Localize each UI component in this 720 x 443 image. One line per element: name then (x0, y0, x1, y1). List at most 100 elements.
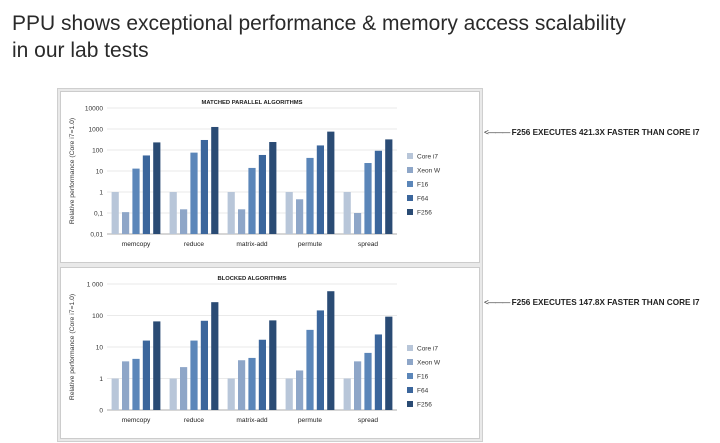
legend-swatch (407, 359, 413, 365)
bar (180, 209, 188, 234)
bar (122, 361, 130, 410)
bar (327, 131, 335, 234)
legend-label: F64 (417, 196, 429, 203)
legend-label: Core i7 (417, 346, 438, 353)
bar (132, 358, 140, 410)
bar (211, 302, 219, 410)
callout-arrow: <——— (484, 298, 510, 307)
bar (227, 378, 235, 410)
x-tick-label: permute (298, 241, 323, 248)
bar (343, 192, 351, 234)
x-tick-label: spread (358, 241, 378, 248)
bar (238, 360, 246, 410)
y-tick-label: 1 000 (87, 282, 104, 289)
bar (111, 192, 119, 234)
legend-label: F16 (417, 374, 429, 381)
legend-swatch (407, 195, 413, 201)
bar (285, 192, 293, 234)
legend-swatch (407, 153, 413, 159)
legend-swatch (407, 167, 413, 173)
y-tick-label: 1 (99, 190, 103, 197)
legend-swatch (407, 345, 413, 351)
bar (169, 192, 177, 234)
bar (111, 378, 119, 410)
x-tick-label: matrix-add (236, 241, 267, 248)
bar (211, 126, 219, 234)
bar (142, 340, 150, 410)
bar (200, 320, 208, 410)
bar (364, 163, 372, 234)
chart-title: BLOCKED ALGORITHMS (217, 276, 286, 282)
bar (285, 378, 293, 410)
bar (316, 145, 324, 234)
bar (296, 370, 304, 410)
callout-matched: <——— F256 EXECUTES 421.3X FASTER THAN CO… (484, 128, 700, 137)
bar (132, 168, 140, 234)
legend-label: Core i7 (417, 154, 438, 161)
bar (306, 157, 314, 234)
bar (306, 329, 314, 410)
chart-frame: 10000 100 0 100 10 1 0,1 0,01 MATCHED PARALLEL A… (57, 88, 483, 442)
bar (190, 152, 198, 234)
bar (343, 378, 351, 410)
bar (354, 361, 362, 410)
y-tick-label: 0,01 (90, 232, 103, 239)
bar (385, 316, 393, 410)
bar (385, 139, 393, 234)
legend-label: Xeon W (417, 168, 441, 175)
bar (190, 340, 198, 410)
callout-blocked: <——— F256 EXECUTES 147.8X FASTER THAN CO… (484, 298, 700, 307)
legend-swatch (407, 209, 413, 215)
bar (269, 320, 277, 410)
x-tick-label: reduce (184, 417, 204, 424)
legend-label: Xeon W (417, 360, 441, 367)
legend-swatch (407, 401, 413, 407)
legend-swatch (407, 373, 413, 379)
callout-arrow: <——— (484, 128, 510, 137)
legend-label: F256 (417, 402, 432, 409)
callout-text: F256 EXECUTES 147.8X FASTER THAN CORE I7 (511, 298, 700, 307)
callout-text: F256 EXECUTES 421.3X FASTER THAN CORE I7 (511, 128, 700, 137)
bar (296, 199, 304, 234)
x-tick-label: permute (298, 417, 323, 424)
bar (122, 212, 130, 234)
y-tick-label: 1 (99, 376, 103, 383)
x-tick-label: memcopy (122, 417, 151, 424)
x-tick-label: reduce (184, 241, 204, 248)
bar (238, 209, 246, 234)
legend-label: F16 (417, 182, 429, 189)
bar (169, 378, 177, 410)
x-tick-label: spread (358, 417, 378, 424)
bar (248, 357, 256, 410)
chart-title: MATCHED PARALLEL ALGORITHMS (202, 100, 303, 106)
y-axis-label: Relative performance (Core i7=1.0) (69, 294, 76, 400)
legend-swatch (407, 387, 413, 393)
y-tick-label: 0,1 (94, 211, 103, 218)
bar (327, 291, 335, 410)
bar (258, 154, 266, 234)
bar (364, 352, 372, 410)
bar (374, 334, 382, 410)
bar (269, 142, 277, 234)
y-tick-label: 100 (92, 148, 103, 155)
bar (374, 150, 382, 234)
y-tick-label: 10 (96, 169, 104, 176)
slide-title: PPU shows exceptional performance & memo… (12, 12, 626, 62)
bar (227, 192, 235, 234)
y-axis-label: Relative performance (Core i7=1.0) (69, 118, 76, 224)
x-tick-label: memcopy (122, 241, 151, 248)
bar (316, 310, 324, 410)
y-tick-label: 10 (96, 345, 104, 352)
bar (200, 139, 208, 234)
bar (248, 167, 256, 234)
bar (153, 142, 161, 234)
legend-swatch (407, 181, 413, 187)
y-tick-label: 10000 (85, 106, 103, 113)
legend-label: F256 (417, 210, 432, 217)
x-tick-label: matrix-add (236, 417, 267, 424)
y-tick-label: 100 (92, 313, 103, 320)
y-tick-label: 0 (99, 408, 103, 415)
bar (153, 321, 161, 410)
